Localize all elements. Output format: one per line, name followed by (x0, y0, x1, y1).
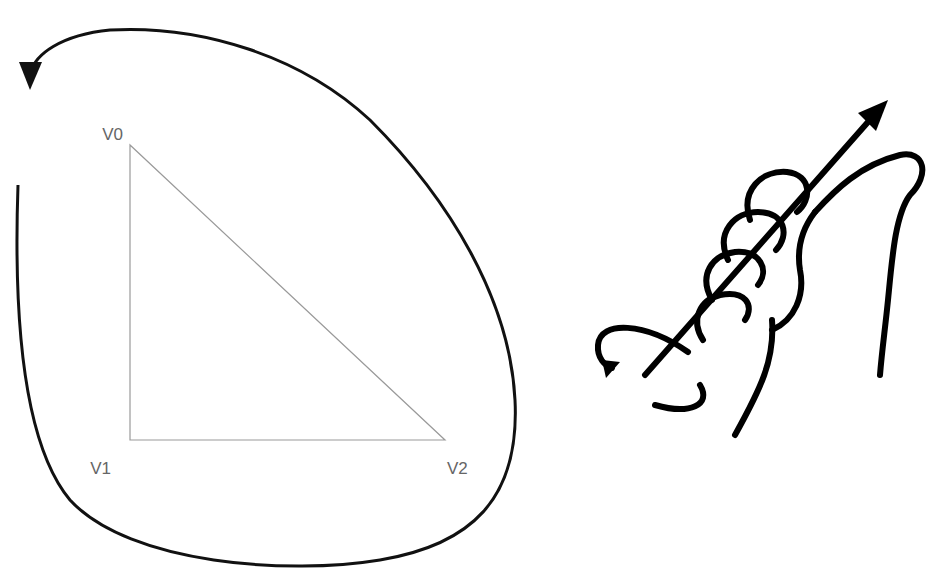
finger (697, 294, 749, 340)
winding-arrow (17, 29, 515, 566)
thumb (815, 154, 922, 375)
rotation-arrow-head (602, 360, 620, 378)
vertex-label: V2 (447, 460, 468, 477)
finger (706, 252, 763, 300)
axis-arrow-head (858, 100, 888, 131)
hand-edge (772, 212, 815, 330)
palm-line (735, 320, 772, 435)
vertex-label: V1 (90, 460, 111, 477)
rotation-arrow (655, 385, 703, 409)
vertex-label: V0 (102, 126, 123, 143)
right-hand-rule (598, 122, 922, 435)
triangle (130, 145, 445, 440)
finger (724, 212, 784, 260)
finger (748, 172, 808, 220)
arrow-head (19, 62, 42, 90)
axis-line (645, 122, 868, 375)
